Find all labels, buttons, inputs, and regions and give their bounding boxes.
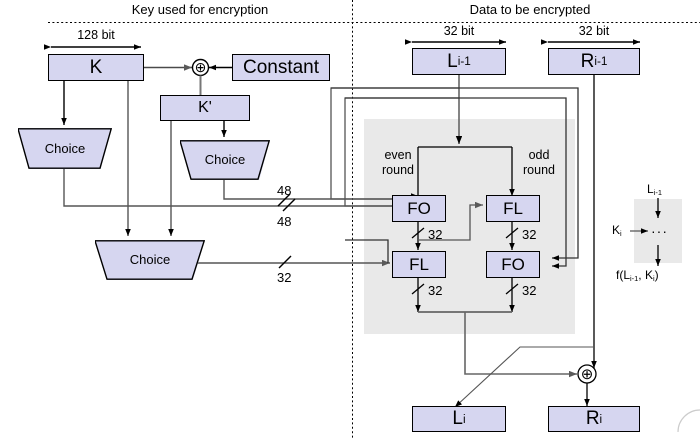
label-32-bit-left: 32 bit (443, 24, 475, 38)
bus-label-fo-even-out: 32 (428, 227, 443, 242)
legend-caption-suffix: ) (654, 268, 659, 282)
label-even-round-l2: round (382, 163, 414, 177)
legend-caption-prefix: f( (616, 268, 624, 282)
label-even-round-l1: even (384, 148, 412, 162)
xor-key-symbol: ⊕ (194, 59, 207, 75)
choice-block-1-outline (18, 128, 112, 169)
bus-label-48-second: 48 (277, 214, 292, 229)
legend-caption-l-base: L (623, 268, 631, 282)
bus-label-fl-odd-out: 32 (522, 227, 537, 242)
label-even-round: even round (372, 148, 424, 178)
label-odd-round-l2: round (523, 163, 555, 177)
legend-input-label: Li-1 (647, 182, 662, 197)
right-section-title: Data to be encrypted (469, 2, 591, 17)
wire-choice1-bus (63, 169, 420, 210)
data-box-l-prev-sub: i-1 (457, 55, 471, 68)
block-fo-odd[interactable]: FO (486, 251, 540, 278)
legend-input-sub: i-1 (653, 188, 662, 198)
feedback-rail-right-inner (345, 97, 567, 269)
legend-caption-l-sub: i-1 (630, 274, 639, 284)
wire-crossover-to-li (454, 346, 594, 408)
legend-caption-mid: , (638, 268, 645, 282)
corner-artifact (677, 409, 700, 433)
choice-block-2-outline (180, 140, 270, 180)
left-section-title: Key used for encryption (131, 2, 269, 17)
legend-key-sub: i (620, 229, 622, 239)
block-fl-odd[interactable]: FL (486, 195, 540, 222)
bus-label-fl-even-out: 32 (428, 283, 443, 298)
key-box-kprime[interactable]: K' (160, 95, 250, 121)
legend-ellipsis: ··· (651, 223, 668, 239)
data-box-l-out-sub: i (462, 412, 466, 426)
wire-merge-to-xor (464, 312, 577, 378)
data-box-l-out-base: L (452, 408, 463, 429)
feedback-rail-right-outer (331, 87, 579, 261)
block-fo-even[interactable]: FO (392, 195, 446, 222)
label-odd-round-l1: odd (528, 148, 550, 162)
legend-caption: f(Li-1, Ki) (616, 268, 659, 283)
label-32-bit-right: 32 bit (578, 24, 610, 38)
block-fl-even[interactable]: FL (392, 251, 446, 278)
label-128-bit: 128 bit (77, 28, 115, 42)
choice-block-3-outline (95, 240, 205, 280)
data-box-r-out-base: R (585, 408, 600, 429)
bus-label-32-lower: 32 (277, 270, 292, 285)
bus-slash-marks (277, 193, 296, 269)
data-bus-slash-marks (411, 227, 519, 295)
legend-caption-k-base: K (644, 268, 653, 282)
bus-label-fo-odd-out: 32 (522, 283, 537, 298)
data-box-r-prev-base: R (580, 50, 595, 72)
label-odd-round: odd round (513, 148, 565, 178)
wire-fo-even-to-fl-odd (418, 201, 483, 241)
legend-input-base: L (647, 182, 654, 196)
data-box-r-out-sub: i (599, 412, 603, 426)
legend-key-label: Ki (612, 223, 622, 238)
wire-choice3-bus (185, 259, 390, 267)
xor-data-symbol: ⊕ (580, 366, 594, 383)
bus-label-48-top: 48 (277, 183, 292, 198)
legend-key-base: K (612, 223, 621, 237)
rail-to-fl-even (345, 239, 389, 263)
data-box-r-prev-sub: i-1 (594, 55, 608, 68)
key-box-constant[interactable]: Constant (232, 54, 330, 81)
key-box-k[interactable]: K (48, 54, 144, 81)
legend-caption-k-sub: i (652, 274, 655, 284)
data-box-l-prev-base: L (447, 50, 458, 72)
